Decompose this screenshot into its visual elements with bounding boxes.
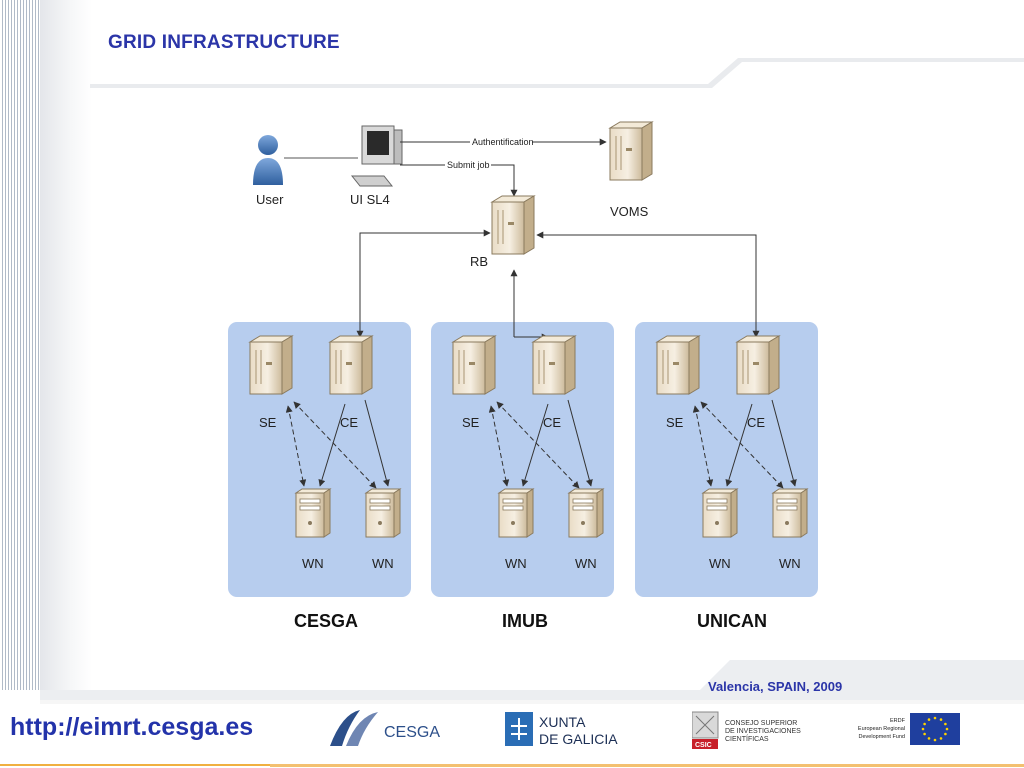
- user-label: User: [256, 192, 284, 207]
- se-wn2-link-imub: [496, 401, 580, 489]
- erdf-line3: Development Fund: [859, 734, 905, 740]
- csic-line3: CIENTÍFICAS: [725, 734, 769, 743]
- ce-label-imub: CE: [543, 415, 561, 430]
- csic-line1: CONSEJO SUPERIOR: [725, 720, 797, 727]
- site-name-cesga: CESGA: [294, 611, 358, 631]
- se-wn2-link-unican: [700, 401, 784, 489]
- xunta-line1: XUNTA: [539, 714, 586, 730]
- erdf-line2: European Regional: [858, 726, 905, 732]
- submit-label-bg: [445, 160, 491, 170]
- se-wn2-link-cesga: [293, 401, 377, 489]
- wn1-label-cesga: WN: [302, 556, 324, 571]
- ui-label: UI SL4: [350, 192, 390, 207]
- wn2-server-icon-cesga: [365, 488, 401, 538]
- se-server-icon-imub: [452, 335, 496, 395]
- user-icon: [253, 135, 283, 185]
- left-stripe-decoration: [0, 0, 40, 690]
- wn1-server-icon-imub: [498, 488, 534, 538]
- erdf-logo: ERDF European Regional Development Fund: [858, 713, 960, 745]
- eu-stars: [921, 716, 949, 742]
- slide-title: GRID INFRASTRUCTURE: [108, 32, 340, 53]
- site-nodes: SE CE WN WN SE CE WN WN SE CE WN WN: [249, 335, 808, 571]
- xunta-logo: XUNTA DE GALICIA: [505, 712, 618, 747]
- cesga-logo-text: CESGA: [384, 724, 440, 741]
- wn1-label-unican: WN: [709, 556, 731, 571]
- se-label-unican: SE: [666, 415, 684, 430]
- ce-label-unican: CE: [747, 415, 765, 430]
- ce-server-icon-imub: [532, 335, 576, 395]
- se-server-icon-cesga: [249, 335, 293, 395]
- se-label-cesga: SE: [259, 415, 277, 430]
- submit-label: Submit job: [447, 160, 490, 170]
- location-date: Valencia, SPAIN, 2009: [708, 679, 843, 694]
- computer-icon: [350, 125, 403, 187]
- wn2-label-cesga: WN: [372, 556, 394, 571]
- site-name-unican: UNICAN: [697, 611, 767, 631]
- footer-rule-accent: [270, 764, 1024, 767]
- rb-unican-link: [536, 231, 760, 338]
- wn2-label-unican: WN: [779, 556, 801, 571]
- csic-logo: CSIC CONSEJO SUPERIOR DE INVESTIGACIONES…: [692, 711, 801, 749]
- wn1-label-imub: WN: [505, 556, 527, 571]
- ce-server-icon-unican: [736, 335, 780, 395]
- rb-label: RB: [470, 254, 488, 269]
- erdf-line1: ERDF: [890, 718, 906, 724]
- rb-cesga-link: [356, 229, 491, 338]
- ce-label-cesga: CE: [340, 415, 358, 430]
- rb-server-icon: [491, 195, 535, 255]
- xunta-line2: DE GALICIA: [539, 731, 618, 747]
- bottom-band-shape: [40, 660, 1024, 700]
- bottom-band-edge: [40, 700, 1024, 704]
- auth-label: Authentification: [472, 137, 534, 147]
- auth-label-bg: [470, 136, 532, 147]
- top-band-shape: [90, 58, 1024, 88]
- website-link[interactable]: http://eimrt.cesga.es: [10, 713, 254, 741]
- wn2-server-icon-unican: [772, 488, 808, 538]
- wn2-server-icon-imub: [568, 488, 604, 538]
- se-server-icon-unican: [656, 335, 700, 395]
- csic-badge: CSIC: [695, 742, 712, 749]
- voms-label: VOMS: [610, 204, 649, 219]
- cesga-logo: CESGA: [330, 710, 440, 746]
- csic-line2: DE INVESTIGACIONES: [725, 728, 801, 735]
- submit-arrow: [400, 164, 518, 197]
- wn1-server-icon-cesga: [295, 488, 331, 538]
- left-shade-decoration: [40, 0, 92, 690]
- voms-server-icon: [609, 121, 653, 181]
- site-name-imub: IMUB: [502, 611, 548, 631]
- wn2-label-imub: WN: [575, 556, 597, 571]
- se-label-imub: SE: [462, 415, 480, 430]
- ce-server-icon-cesga: [329, 335, 373, 395]
- wn1-server-icon-unican: [702, 488, 738, 538]
